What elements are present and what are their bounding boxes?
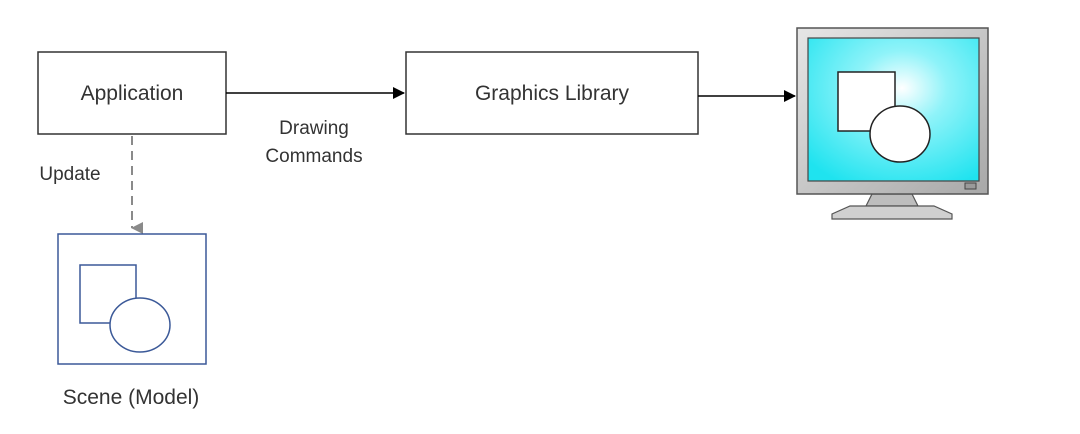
monitor-base bbox=[831, 205, 953, 220]
scene-label: Scene (Model) bbox=[63, 386, 200, 409]
monitor-square-icon bbox=[837, 71, 896, 132]
drawing-commands-label-line2: Commands bbox=[265, 146, 362, 167]
scene-node: Scene (Model) bbox=[57, 233, 207, 409]
graphics-library-node: Graphics Library bbox=[405, 51, 699, 135]
scene-circle-icon bbox=[109, 297, 171, 353]
application-box bbox=[37, 51, 227, 135]
monitor-circle-icon bbox=[869, 105, 931, 163]
monitor-stand bbox=[865, 193, 919, 207]
graphics-library-box bbox=[405, 51, 699, 135]
application-node: Application bbox=[37, 51, 227, 135]
application-label: Application bbox=[81, 82, 184, 105]
update-label: Update bbox=[39, 164, 100, 185]
drawing-commands-label-line1: Drawing bbox=[279, 118, 349, 139]
monitor-power-button bbox=[964, 182, 977, 190]
drawing-commands-edge: Drawing Commands bbox=[226, 87, 405, 167]
monitor-icon bbox=[796, 27, 989, 220]
update-edge: Update bbox=[39, 136, 143, 234]
graphics-library-label: Graphics Library bbox=[475, 82, 630, 105]
